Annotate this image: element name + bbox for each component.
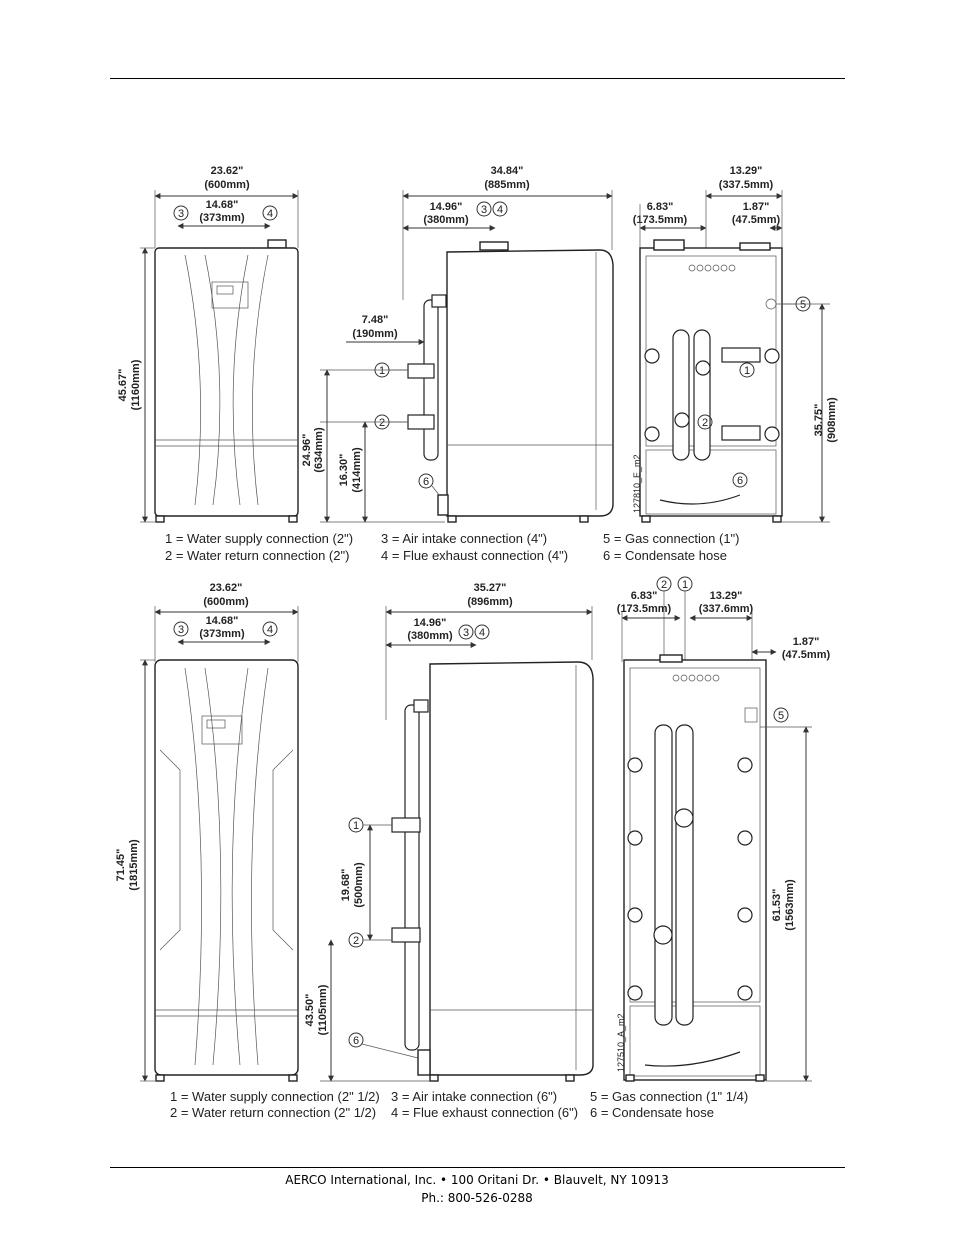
bottom-front-height-dim: 71.45" (115, 849, 127, 882)
top-rear-view: 13.29" (337.5mm) 6.83" (173.5mm) 1.87" (… (632, 165, 838, 523)
top-side-callout-2: 2 (379, 417, 385, 429)
top-side-supply-height-mm: (634mm) (313, 427, 325, 473)
bottom-side-view: 35.27" (896mm) 14.96" (380mm) 3 4 1 2 6 (304, 582, 594, 1082)
top-side-flue-dim: 14.96" (430, 201, 463, 213)
bottom-legend-item4: 4 = Flue exhaust connection (6") (391, 1105, 578, 1120)
bottom-front-width-mm: (600mm) (203, 596, 249, 608)
top-legend-item4: 4 = Flue exhaust connection (4") (381, 548, 568, 563)
bottom-rear-height-dim: 61.53" (771, 889, 783, 922)
bottom-legend-item5: 5 = Gas connection (1" 1/4) (590, 1089, 748, 1104)
top-side-offset-dim: 7.48" (362, 314, 389, 326)
top-rear-callout-1: 1 (744, 365, 750, 377)
top-front-view: 23.62" (600mm) 14.68" (373mm) 3 4 45.67"… (117, 165, 299, 523)
bottom-side-return-height-mm: (1105mm) (317, 984, 329, 1035)
bottom-side-depth-dim: 35.27" (474, 582, 507, 594)
top-rear-callout-2: 2 (702, 417, 708, 429)
top-side-callout-6: 6 (423, 476, 429, 488)
top-rear-width-dim: 13.29" (730, 165, 763, 177)
bottom-rear-callout-1: 1 (682, 579, 688, 591)
top-rear-drawing-id: 127810_E_m2 (632, 454, 642, 513)
bottom-front-inner-mm: (373mm) (199, 628, 245, 640)
footer-rule (110, 1167, 845, 1168)
footer-address: AERCO International, Inc. • 100 Oritani … (285, 1173, 669, 1187)
bottom-front-height-mm: (1815mm) (128, 839, 140, 891)
top-side-flue-mm: (380mm) (423, 214, 469, 226)
bottom-front-callout-right: 4 (267, 624, 273, 636)
top-legend-item1: 1 = Water supply connection (2") (165, 531, 353, 546)
bottom-rear-left-mm: (173.5mm) (617, 603, 672, 615)
top-rear-height-dim: 35.75" (813, 404, 825, 437)
bottom-front-view: 23.62" (600mm) 14.68" (373mm) 3 4 71.45"… (115, 582, 299, 1082)
bottom-legend-item6: 6 = Condensate hose (590, 1105, 714, 1120)
bottom-rear-height-mm: (1563mm) (784, 879, 796, 931)
top-rear-right-mm: (47.5mm) (732, 214, 781, 226)
bottom-side-flue-dim: 14.96" (414, 617, 447, 629)
top-front-inner-dim: 14.68" (206, 199, 239, 211)
bottom-rear-width-dim: 13.29" (710, 590, 743, 602)
top-rear-left-dim: 6.83" (647, 201, 674, 213)
top-legend-item3: 3 = Air intake connection (4") (381, 531, 547, 546)
callout-circle (173, 205, 189, 221)
footer-phone: Ph.: 800-526-0288 (421, 1191, 533, 1205)
bottom-rear-callout-5: 5 (778, 710, 784, 722)
top-side-callout-4: 4 (497, 204, 503, 216)
top-rear-callout-5: 5 (800, 299, 806, 311)
top-rear-height-mm: (908mm) (826, 397, 838, 443)
top-side-callout-3: 3 (481, 204, 487, 216)
bottom-side-callout-3: 3 (463, 627, 469, 639)
bottom-rear-right-dim: 1.87" (793, 636, 820, 648)
bottom-front-callout-left: 3 (178, 624, 184, 636)
top-front-height-dim: 45.67" (117, 369, 129, 402)
bottom-side-depth-mm: (896mm) (467, 596, 513, 608)
bottom-rear-right-mm: (47.5mm) (782, 649, 831, 661)
top-legend-item6: 6 = Condensate hose (603, 548, 727, 563)
bottom-rear-view: 2 1 6.83" (173.5mm) 13.29" (337.6mm) 1.8… (616, 576, 831, 1082)
bottom-side-callout-6: 6 (353, 1035, 359, 1047)
top-rear-width-mm: (337.5mm) (719, 179, 774, 191)
top-side-return-height-mm: (414mm) (351, 447, 363, 493)
top-front-width-dim: 23.62" (211, 165, 244, 177)
top-side-depth-mm: (885mm) (484, 179, 530, 191)
top-front-callout-right: 4 (267, 208, 273, 220)
top-rear-left-mm: (173.5mm) (633, 214, 688, 226)
top-legend-item2: 2 = Water return connection (2") (165, 548, 349, 563)
bottom-side-return-height: 43.50" (304, 994, 316, 1027)
top-legend: 1 = Water supply connection (2") 2 = Wat… (165, 531, 740, 563)
bottom-side-callout-4: 4 (479, 627, 485, 639)
top-side-offset-mm: (190mm) (352, 328, 398, 340)
bottom-rear-callout-2: 2 (661, 579, 667, 591)
top-side-depth-dim: 34.84" (491, 165, 524, 177)
bottom-legend-item1: 1 = Water supply connection (2" 1/2) (170, 1089, 380, 1104)
top-side-return-height: 16.30" (338, 454, 350, 487)
bottom-side-callout-2: 2 (353, 935, 359, 947)
callout-circle (262, 205, 278, 221)
bottom-front-width-dim: 23.62" (210, 582, 243, 594)
bottom-side-spacing-dim: 19.68" (340, 869, 352, 902)
top-side-view: 34.84" (885mm) 14.96" (380mm) 3 4 7.48" … (301, 165, 614, 523)
top-front-callout-left: 3 (178, 208, 184, 220)
top-front-width-mm: (600mm) (204, 179, 250, 191)
bottom-rear-left-dim: 6.83" (631, 590, 658, 602)
bottom-front-inner-dim: 14.68" (206, 615, 239, 627)
top-front-height-mm: (1160mm) (130, 359, 142, 410)
top-rear-right-dim: 1.87" (743, 201, 770, 213)
bottom-legend-item2: 2 = Water return connection (2" 1/2) (170, 1105, 376, 1120)
bottom-side-spacing-mm: (500mm) (353, 862, 365, 908)
header-rule (110, 78, 845, 79)
bottom-rear-drawing-id: 127510_A_m2 (616, 1013, 626, 1072)
bottom-rear-width-mm: (337.6mm) (699, 603, 754, 615)
top-side-callout-1: 1 (379, 365, 385, 377)
top-front-inner-mm: (373mm) (199, 212, 245, 224)
top-rear-callout-6: 6 (737, 475, 743, 487)
top-side-supply-height: 24.96" (301, 434, 313, 467)
bottom-legend: 1 = Water supply connection (2" 1/2) 2 =… (170, 1089, 748, 1120)
top-legend-item5: 5 = Gas connection (1") (603, 531, 740, 546)
bottom-side-flue-mm: (380mm) (407, 630, 453, 642)
bottom-legend-item3: 3 = Air intake connection (6") (391, 1089, 557, 1104)
bottom-side-callout-1: 1 (353, 820, 359, 832)
